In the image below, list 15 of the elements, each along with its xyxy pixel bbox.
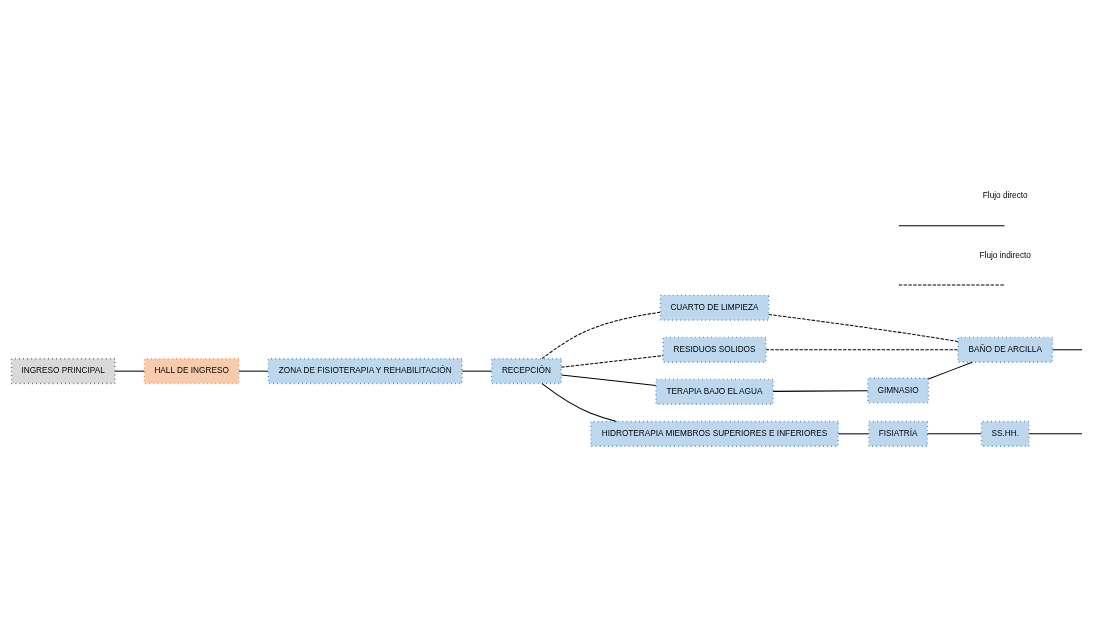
connector (461, 370, 493, 372)
connector (1028, 433, 1083, 435)
connector (541, 311, 661, 360)
connector (560, 374, 657, 386)
connector (837, 433, 870, 435)
connector (114, 370, 145, 372)
connector (768, 314, 959, 342)
connector (765, 349, 959, 351)
connector (541, 383, 617, 422)
connector (238, 370, 269, 372)
connector (1052, 349, 1083, 351)
connector (560, 355, 664, 368)
connector (926, 433, 982, 435)
connector (772, 390, 869, 392)
connector (928, 361, 973, 380)
